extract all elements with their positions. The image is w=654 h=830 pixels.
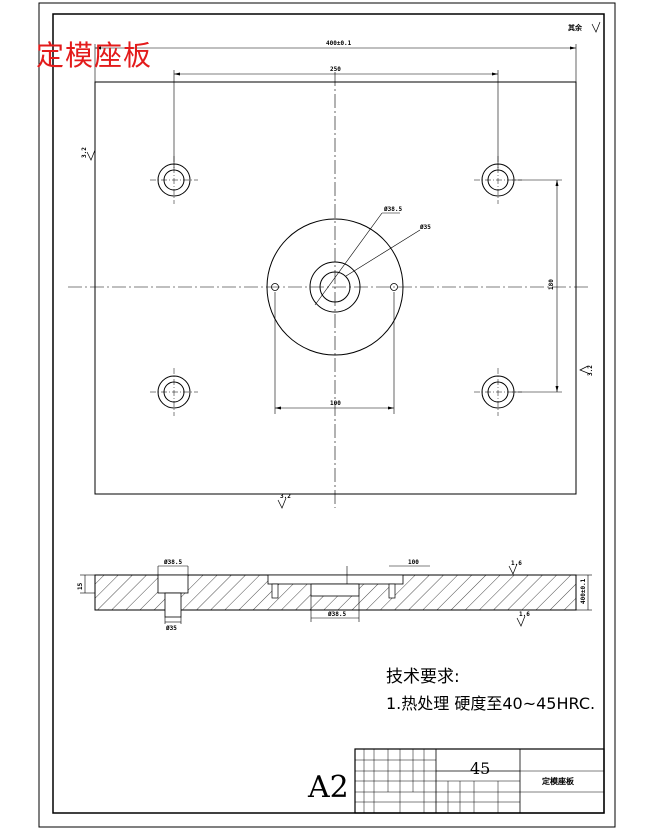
svg-text:1.6: 1.6 <box>519 611 530 618</box>
title-block <box>354 748 605 814</box>
svg-text:3.2: 3.2 <box>280 493 291 500</box>
inner-border <box>52 13 605 814</box>
roughness-symbol-right: 3.2 <box>579 365 594 376</box>
section-view: Ø38.5 Ø35 Ø38.5 100 15 400±0.1 1.6 1.6 <box>77 559 592 632</box>
technical-requirement-item: 1.热处理 硬度至40~45HRC. <box>386 694 596 713</box>
dim-thickness: 15 <box>77 582 84 590</box>
plan-view: 400±0.1 250 <box>68 40 594 509</box>
dim-bore-dia: Ø35 <box>419 224 431 231</box>
roughness-note: 其余 <box>568 24 582 32</box>
title-block-material: 45 <box>470 759 491 778</box>
dim-ring-bolt-spacing: 100 <box>330 400 341 407</box>
dim-overall-width: 400±0.1 <box>326 40 352 47</box>
dim-counterbore-dia: Ø38.5 <box>383 206 402 213</box>
roughness-symbol-section-bottom: 1.6 <box>516 611 530 627</box>
outer-border <box>38 2 616 828</box>
svg-text:3.2: 3.2 <box>81 147 88 158</box>
dim-hole-spacing-x: 250 <box>330 66 341 73</box>
dim-hole-spacing-y: 180 <box>548 279 555 290</box>
svg-text:1.6: 1.6 <box>511 560 522 567</box>
svg-text:Ø38.5: Ø38.5 <box>163 559 182 566</box>
svg-text:Ø38.5: Ø38.5 <box>327 611 346 618</box>
technical-requirements-heading: 技术要求: <box>386 667 460 687</box>
svg-text:400±0.1: 400±0.1 <box>580 578 587 604</box>
roughness-symbol-section-top: 1.6 <box>508 560 522 575</box>
svg-text:Ø35: Ø35 <box>165 625 177 632</box>
sheet-title: 定模座板 <box>36 39 153 72</box>
svg-text:100: 100 <box>408 559 419 566</box>
roughness-symbol-left: 3.2 <box>81 147 96 161</box>
locating-ring <box>266 218 404 356</box>
svg-text:3.2: 3.2 <box>587 365 594 376</box>
sheet-format-label: A2 <box>308 770 349 805</box>
plate-outline <box>94 81 577 495</box>
roughness-symbol-bottom: 3.2 <box>277 493 291 509</box>
corner-hole-bottom-left <box>150 368 198 416</box>
corner-hole-top-left <box>150 156 198 204</box>
title-block-part-name: 定模座板 <box>542 777 574 786</box>
